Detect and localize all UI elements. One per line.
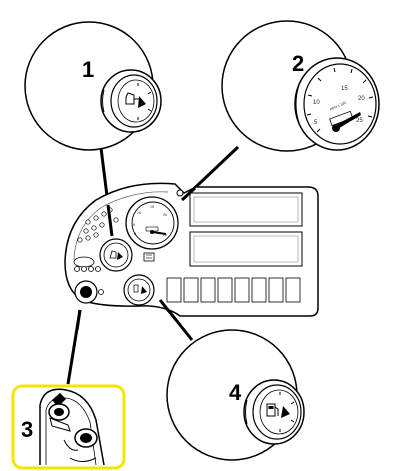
cluster-fuel-gauge	[123, 274, 155, 306]
callout-number-2: 2	[292, 51, 304, 76]
display-panel-middle	[189, 231, 303, 267]
callout-number-3: 3	[21, 417, 33, 442]
speedo-mark-15: 15	[341, 86, 348, 92]
cluster-logo-badge	[143, 252, 155, 262]
gauge-1-bezel	[100, 69, 162, 133]
display-panel-upper	[189, 192, 303, 227]
gauge-1-needle	[138, 96, 146, 108]
mount-screw	[176, 189, 184, 197]
callout-circle-2: 5 10 15 20 25 RPM x 100 2	[221, 20, 380, 152]
svg-text:10: 10	[137, 211, 141, 215]
speedo-mark-25: 25	[356, 118, 363, 124]
cluster-oil-gauge	[99, 238, 133, 272]
callout-number-1: 1	[82, 57, 94, 82]
svg-text:20: 20	[163, 213, 167, 217]
instrument-cluster: 0 5 10 15 20 25	[64, 182, 319, 317]
gauge-4-needle	[281, 406, 290, 418]
speedo-mark-10: 10	[313, 100, 320, 106]
svg-text:25: 25	[163, 233, 167, 237]
gauge-4-bezel	[243, 379, 305, 445]
callout-circle-4: 4	[166, 329, 305, 461]
ignition-key-icon	[48, 393, 71, 432]
indicator-lamps	[73, 256, 101, 272]
ignition-cylinder	[63, 428, 98, 462]
speedo-mark-20: 20	[358, 96, 365, 102]
fuel-pump-icon	[266, 403, 279, 417]
warning-lights	[77, 207, 119, 243]
callout-number-4: 4	[229, 380, 242, 405]
callout-box-3: 3	[11, 384, 126, 470]
speedo-unit-label: RPM x 100	[329, 101, 346, 112]
svg-text:0: 0	[134, 232, 136, 236]
ignition-switch-illustration	[39, 388, 105, 466]
cluster-speedometer: 0 5 10 15 20 25	[125, 196, 179, 250]
switch-row	[166, 277, 301, 303]
display-panels	[189, 192, 303, 267]
cluster-ignition-switch	[74, 280, 104, 304]
svg-text:15: 15	[150, 205, 154, 209]
speedometer-gauge: 5 10 15 20 25 RPM x 100	[294, 57, 380, 151]
speedo-needle	[334, 112, 361, 130]
callout-circle-1: 1	[24, 21, 162, 151]
speedo-mark-5: 5	[314, 120, 318, 126]
svg-text:5: 5	[133, 223, 135, 227]
